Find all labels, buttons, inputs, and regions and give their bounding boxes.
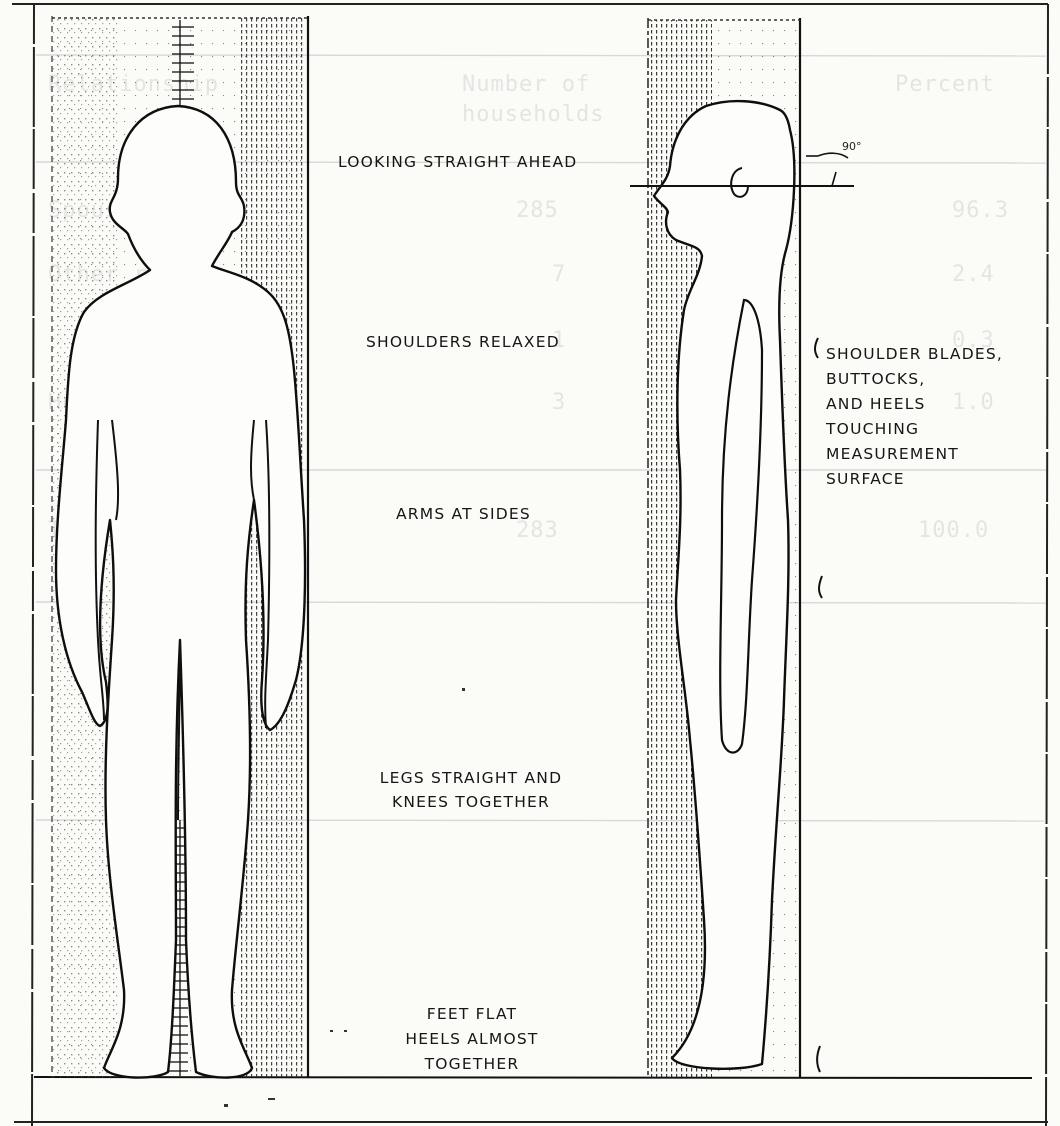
caption-contact-line2: BUTTOCKS, <box>826 367 1003 392</box>
caption-contact-points: SHOULDER BLADES, BUTTOCKS, AND HEELS TOU… <box>826 342 1003 492</box>
caption-looking-straight-ahead: LOOKING STRAIGHT AHEAD <box>338 150 577 174</box>
caption-legs-line1: LEGS STRAIGHT AND <box>356 766 586 790</box>
contact-brace-marks <box>815 338 822 1072</box>
caption-contact-line1: SHOULDER BLADES, <box>826 342 1003 367</box>
caption-feet-line3: TOGETHER <box>372 1052 572 1077</box>
caption-contact-line4: TOUCHING <box>826 417 1003 442</box>
caption-feet-line1: FEET FLAT <box>372 1002 572 1027</box>
caption-feet: FEET FLAT HEELS ALMOST TOGETHER <box>372 1002 572 1077</box>
caption-contact-line3: AND HEELS <box>826 392 1003 417</box>
caption-contact-line5: MEASUREMENT <box>826 442 1003 467</box>
caption-legs-line2: KNEES TOGETHER <box>356 790 586 814</box>
caption-shoulders-relaxed: SHOULDERS RELAXED <box>366 330 560 354</box>
caption-contact-line6: SURFACE <box>826 467 1003 492</box>
caption-feet-line2: HEELS ALMOST <box>372 1027 572 1052</box>
caption-arms-at-sides: ARMS AT SIDES <box>396 502 531 526</box>
caption-legs: LEGS STRAIGHT AND KNEES TOGETHER <box>356 766 586 814</box>
caption-angle: 90° <box>842 140 862 153</box>
front-tape-top <box>172 20 194 112</box>
